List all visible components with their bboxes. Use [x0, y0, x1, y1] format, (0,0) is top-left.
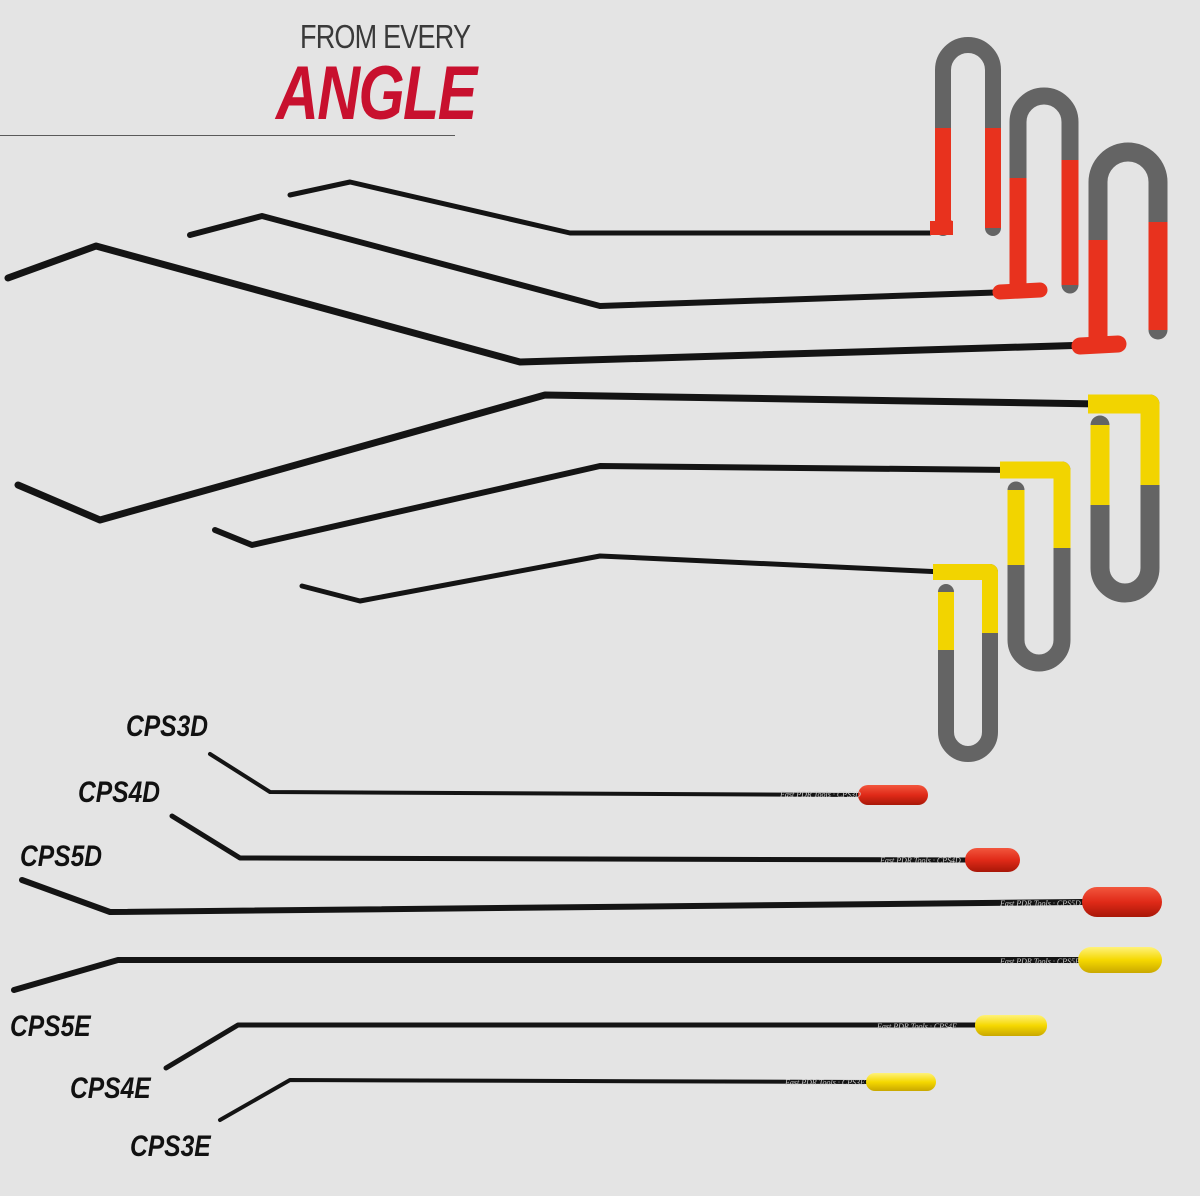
svg-text:Fast PDR Tools · CPS4E: Fast PDR Tools · CPS4E [876, 1022, 957, 1031]
tool-label-cps4d: CPS4D [78, 776, 161, 809]
tool-label-cps3e: CPS3E [130, 1130, 211, 1163]
rod-cps4e: Fast PDR Tools · CPS4E [163, 1015, 1047, 1071]
svg-text:Fast PDR Tools · CPS4D: Fast PDR Tools · CPS4D [879, 856, 961, 865]
tool-label-cps5d: CPS5D [20, 840, 103, 873]
rod-cps3e: Fast PDR Tools · CPS3E [218, 1073, 936, 1122]
headline-divider [0, 135, 455, 136]
loop-tool-large-red [4, 142, 1168, 366]
rod-cps5e: Fast PDR Tools · CPS5E [11, 947, 1162, 993]
rod-cps4d: Fast PDR Tools · CPS4D [169, 813, 1020, 872]
loop-tool-small-yellow [299, 553, 998, 762]
svg-text:Fast PDR Tools · CPS5E: Fast PDR Tools · CPS5E [999, 957, 1080, 966]
rod-cps5d: Fast PDR Tools · CPS5D [19, 877, 1162, 917]
tool-label-cps4e: CPS4E [70, 1072, 151, 1105]
rod-cps3d: Fast PDR Tools · CPS3D [208, 752, 928, 805]
loop-tool-small-red [287, 37, 1001, 236]
svg-text:Fast PDR Tools · CPS3E: Fast PDR Tools · CPS3E [784, 1078, 865, 1087]
tool-label-cps3d: CPS3D [126, 710, 209, 743]
loop-tool-medium-red [187, 87, 1079, 309]
svg-text:Fast PDR Tools · CPS5D: Fast PDR Tools · CPS5D [999, 899, 1081, 908]
headline-line1: FROM EVERY [300, 18, 471, 55]
svg-text:Fast PDR Tools · CPS3D: Fast PDR Tools · CPS3D [779, 790, 861, 799]
tool-label-cps5e: CPS5E [10, 1010, 91, 1043]
loop-tool-medium-yellow [212, 461, 1071, 672]
loop-tool-large-yellow [14, 391, 1160, 603]
headline-line2: ANGLE [276, 51, 477, 136]
